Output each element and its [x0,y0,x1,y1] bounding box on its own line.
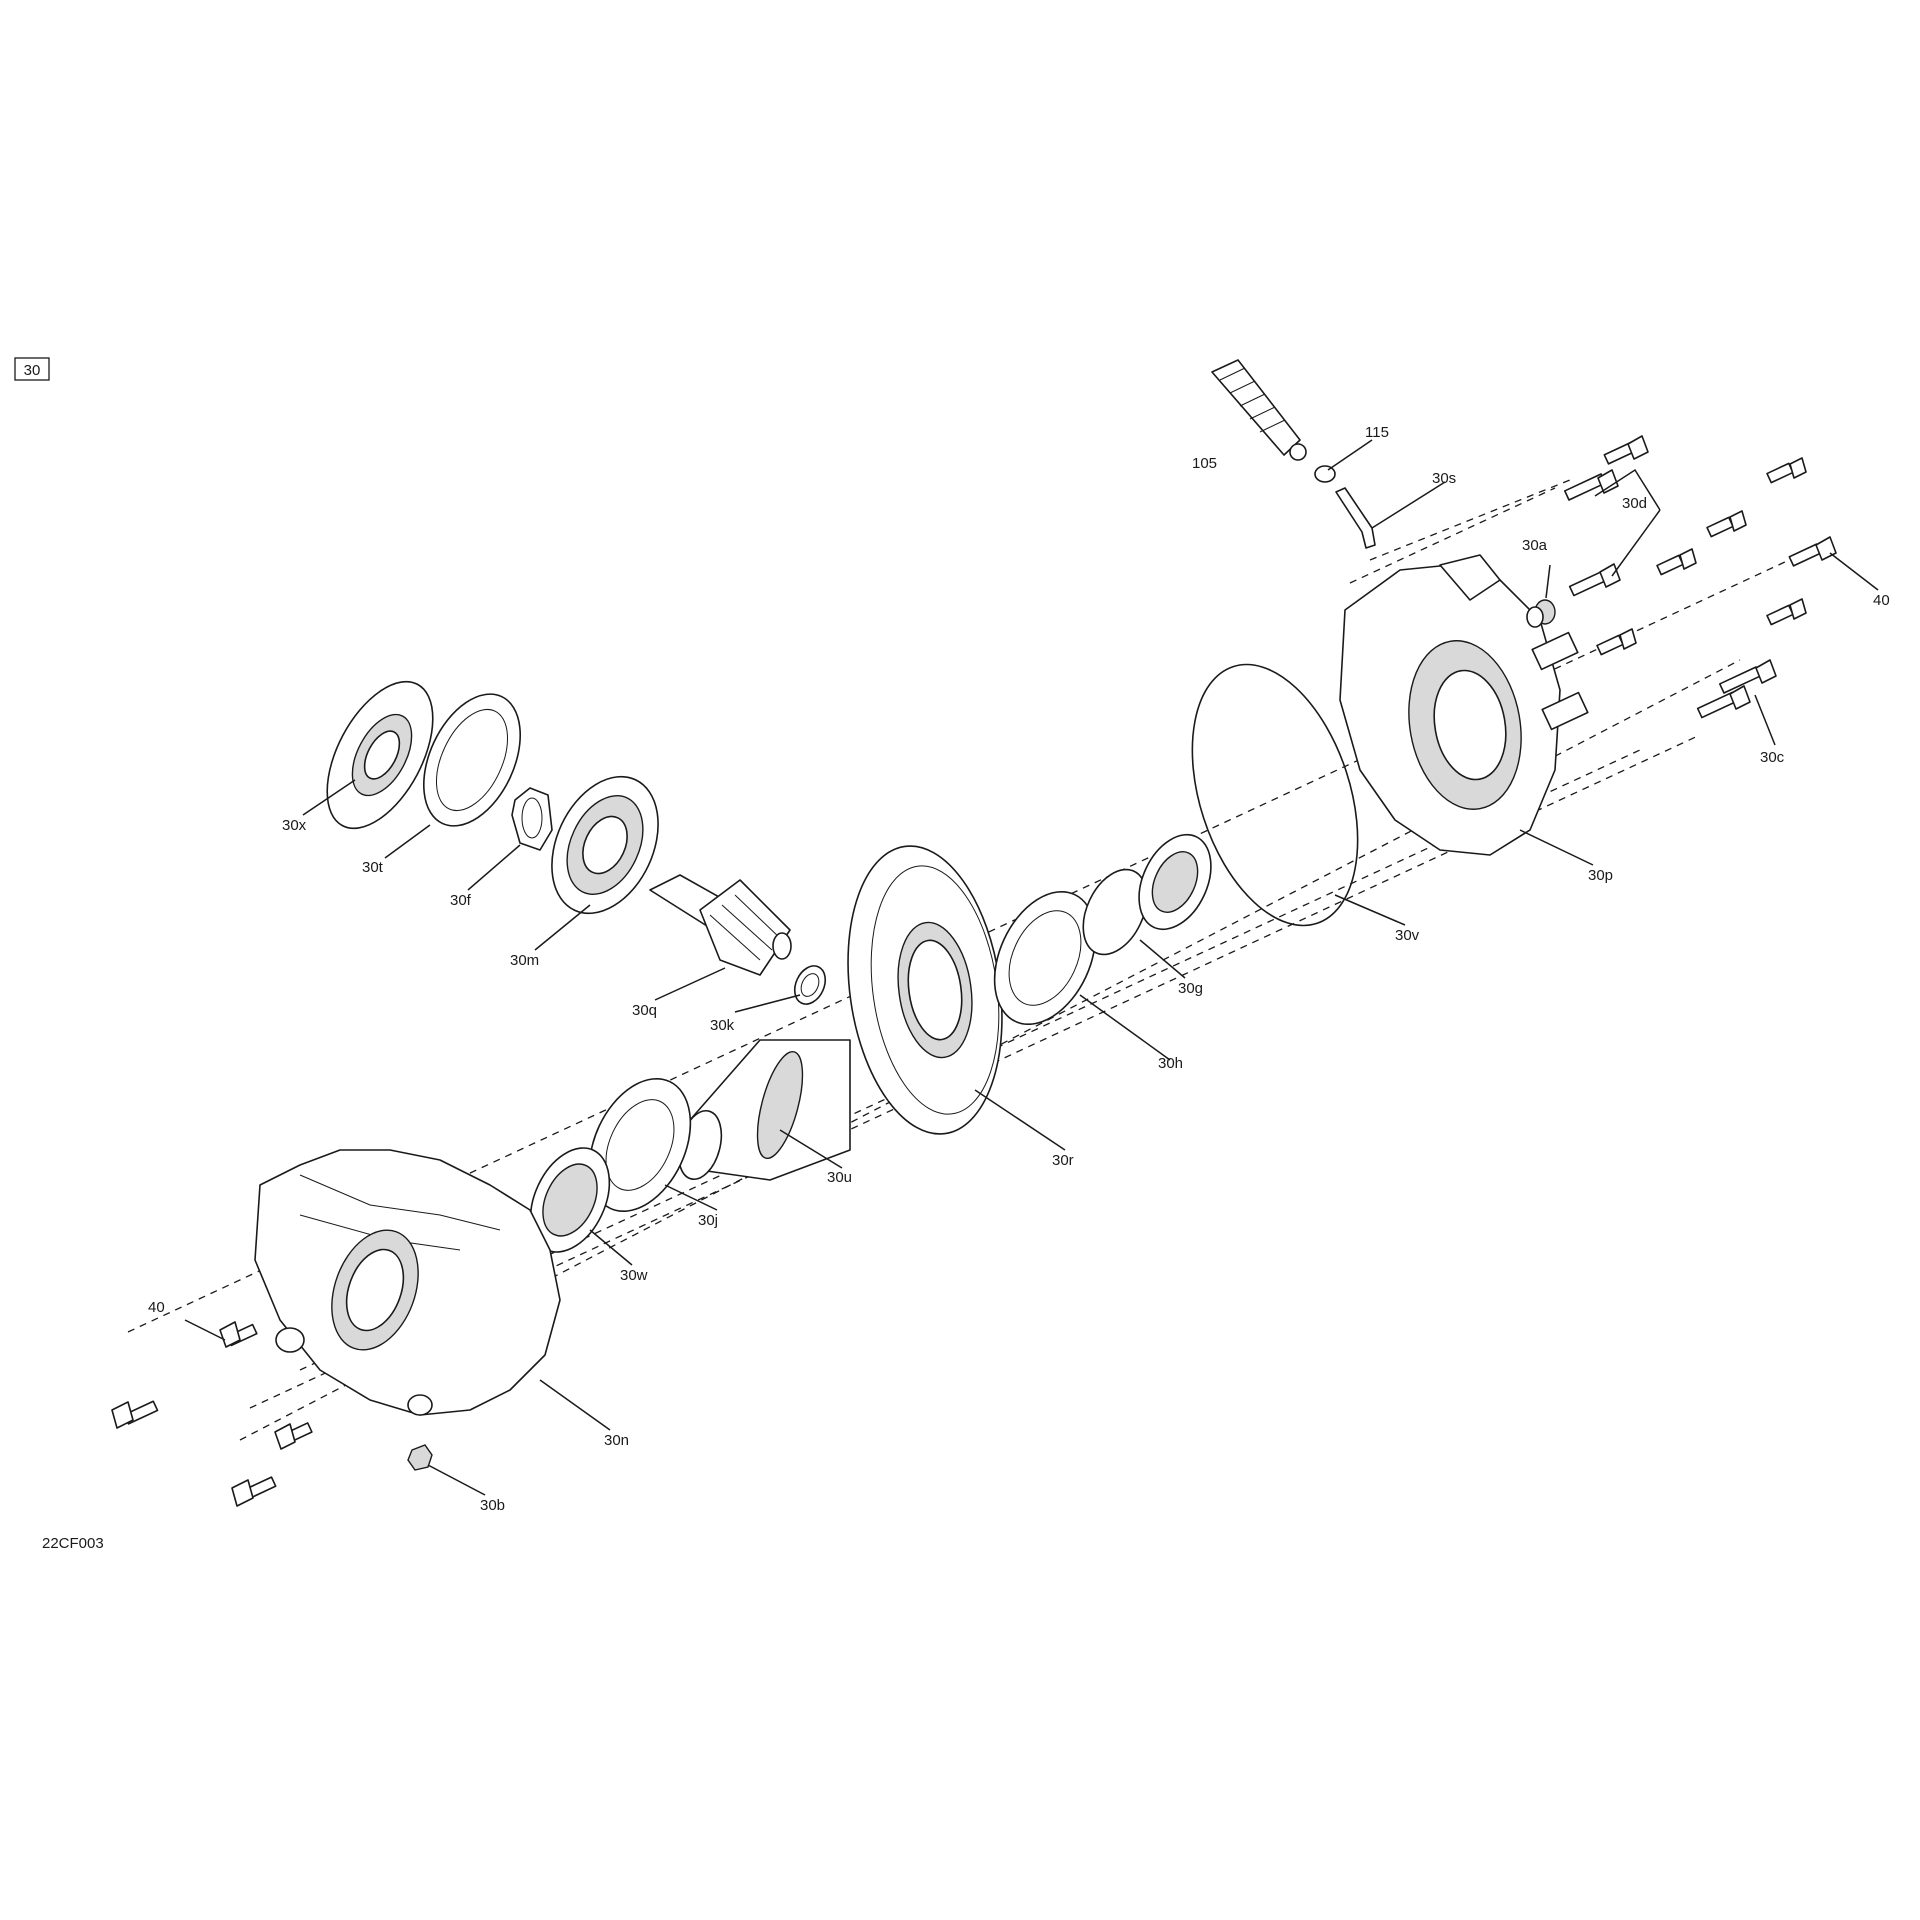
callout-30k: 30k [710,1017,735,1034]
leader-lines [184,439,1879,1496]
callout-30m: 30m [510,952,539,969]
part-30t-ring [422,693,522,827]
callout-30s: 30s [1432,470,1456,487]
callout-30d: 30d [1622,495,1647,512]
callout-30r: 30r [1052,1152,1074,1169]
bolt-30d-top [1603,435,1649,465]
drain-plug-30b [407,1444,433,1471]
callout-40-right: 40 [1873,592,1890,609]
part-30p-cover-housing [1339,554,1589,856]
callout-30w: 30w [620,1267,648,1284]
callout-30g: 30g [1178,980,1203,997]
bolt-40-right [1788,536,1837,567]
callout-30u: 30u [827,1169,852,1186]
part-30v-o-ring [1191,663,1359,927]
bolt-30d-lower [1568,563,1621,597]
callout-30t: 30t [362,859,384,876]
part-30r-ring-gear [847,845,1003,1135]
bolt-30c-lower [1696,685,1751,719]
callout-30n: 30n [604,1432,629,1449]
callout-30a: 30a [1522,537,1548,554]
bolt [1656,548,1697,576]
part-30j-seal [588,1077,692,1213]
part-30h-bearing [993,890,1097,1026]
bolt [1596,628,1637,656]
bolt [1766,457,1807,484]
part-115-clamp [1314,465,1336,483]
callout-labels: 30x 30t 30f 30m 30q 30k 30r 30u 30j 30w … [148,424,1890,1514]
bolt [231,1476,277,1507]
callout-30v: 30v [1395,927,1420,944]
bolt [111,1400,159,1429]
callout-30b: 30b [480,1497,505,1514]
part-30u-differential [677,1039,851,1181]
callout-30h: 30h [1158,1055,1183,1072]
part-40-left-bolts [111,1321,433,1507]
part-30q-pinion-shaft [649,874,792,976]
callout-30q: 30q [632,1002,657,1019]
callout-115: 115 [1365,424,1389,441]
part-30x-bearing-cover [326,680,434,830]
part-30g-shim [1082,868,1148,956]
callout-30x: 30x [282,817,307,834]
fitting-30a [1526,599,1556,628]
bolt [274,1422,313,1450]
group-label: 30 [14,357,50,381]
svg-text:30: 30 [24,362,41,379]
part-oil-seal-upper [1138,833,1212,931]
callout-30p: 30p [1588,867,1613,884]
bolt [1706,510,1747,538]
callout-40-left: 40 [148,1299,165,1316]
bolt [1766,598,1807,626]
part-30n-main-housing [254,1149,561,1416]
part-30w-oil-seal [529,1147,611,1253]
callout-30j: 30j [698,1212,718,1229]
bolt-30d-upper [1563,469,1619,501]
part-30f-nut [511,787,553,851]
callout-30c: 30c [1760,749,1785,766]
bolt [219,1321,258,1348]
drawing-code: 22CF003 [42,1535,104,1552]
part-105-breather-hose [1211,359,1307,461]
bolt-30c-upper [1718,659,1777,694]
callout-30f: 30f [450,892,472,909]
part-30s-tube [1335,487,1376,549]
part-30k-needle-bearing [793,965,827,1005]
part-30m-ball-bearing [551,775,659,915]
callout-105: 105 [1192,455,1217,472]
part-right-bolts [1526,435,1837,719]
